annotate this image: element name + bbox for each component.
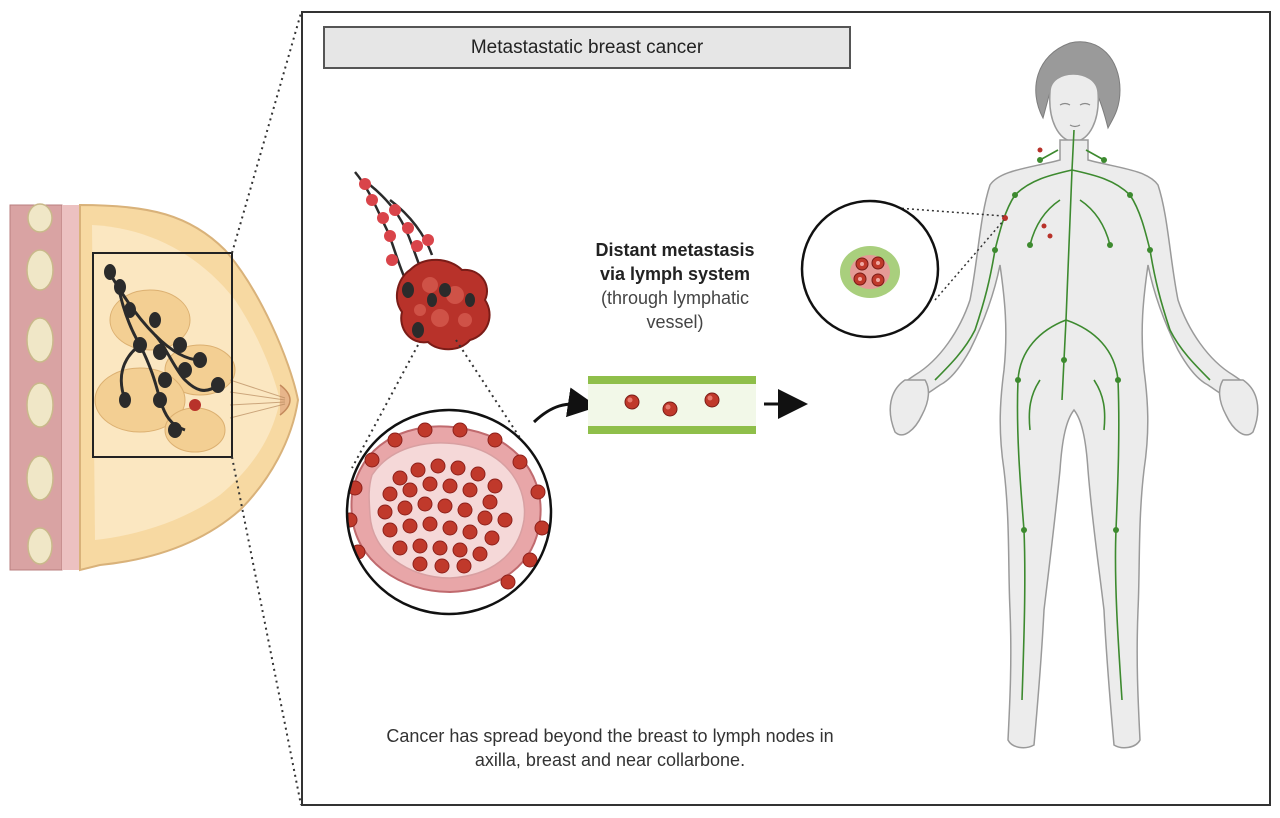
tumor-dot (189, 399, 201, 411)
rib-ovals (26, 203, 54, 565)
breast-cross-section (9, 203, 300, 572)
magnified-duct-circle (345, 408, 553, 616)
lymphatic-vessel (588, 376, 756, 434)
pathway-label: Distant metastasis via lymph system (thr… (560, 238, 790, 334)
diagram-caption: Cancer has spread beyond the breast to l… (330, 724, 890, 772)
caption-line2: axilla, breast and near collarbone. (474, 750, 746, 770)
tumor-cluster (354, 171, 491, 351)
human-body (889, 41, 1259, 749)
pathway-title-line1: Distant metastasis (595, 240, 755, 260)
lymph-node-circle (800, 199, 940, 339)
pathway-title-line2: via lymph system (599, 264, 751, 284)
pathway-subtitle-line2: vessel) (646, 312, 704, 332)
duct-nodes (104, 264, 225, 438)
diagram-title: Metastastatic breast cancer (323, 26, 851, 69)
pathway-subtitle-line1: (through lymphatic (600, 288, 750, 308)
cancer-cells (377, 458, 513, 574)
caption-line1: Cancer has spread beyond the breast to l… (386, 726, 834, 746)
curved-arrow (532, 387, 598, 424)
zoom-guides (231, 12, 302, 806)
diagram-title-text: Metastastatic breast cancer (470, 36, 704, 58)
